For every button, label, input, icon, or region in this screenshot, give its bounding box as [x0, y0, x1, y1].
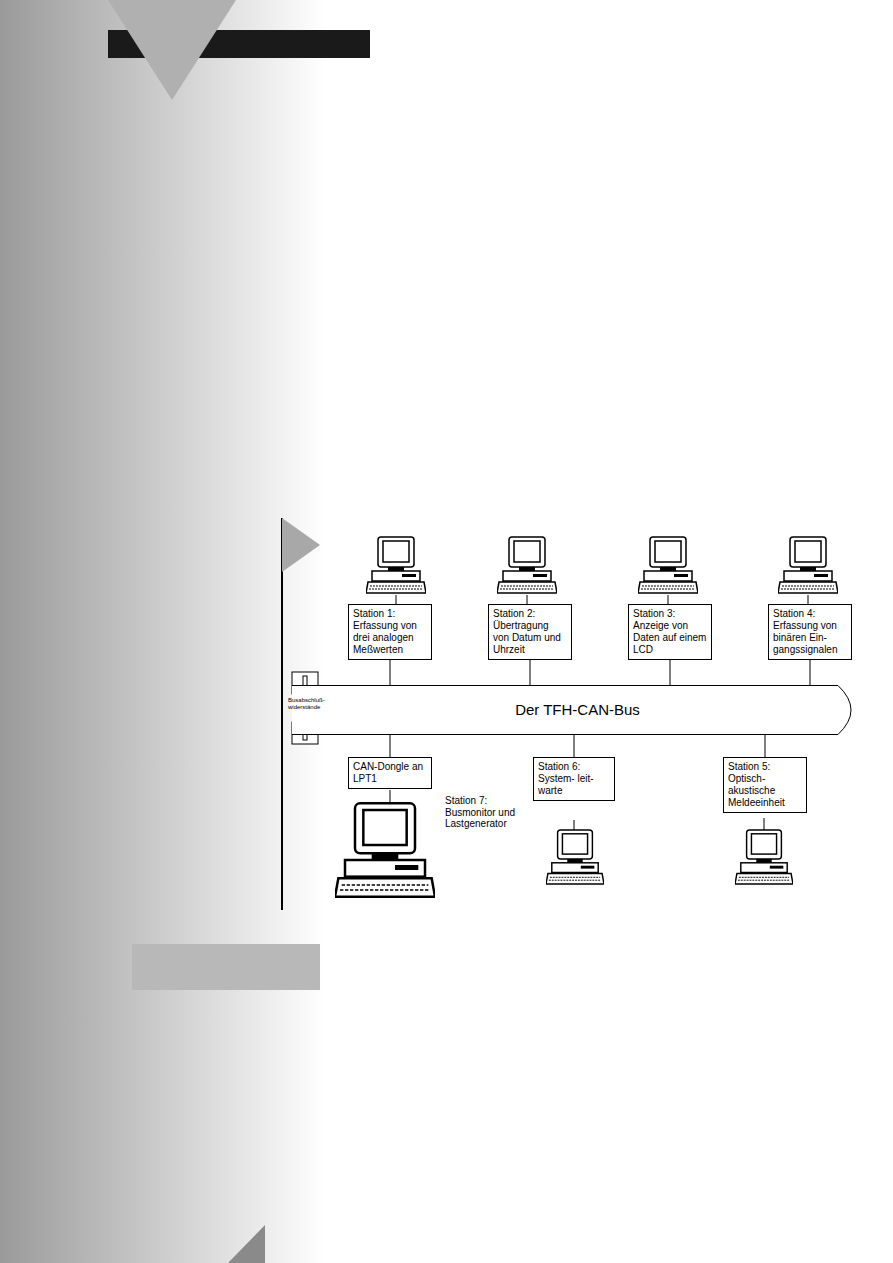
bus-connector [530, 660, 531, 685]
bus-connector [574, 735, 575, 757]
station-label: Station 7: Busmonitor und Lastgenerator [445, 795, 525, 830]
station-text: Station 4: Erfassung von binären Ein- ga… [773, 608, 847, 656]
station-text: Station 3: Anzeige von Daten auf einem L… [633, 608, 707, 656]
station-text: CAN-Dongle an LPT1 [353, 761, 427, 785]
resistor-label: Busabschluß- widerstände [288, 697, 328, 711]
bus-connector [390, 735, 391, 757]
station-box: Station 3: Anzeige von Daten auf einem L… [628, 604, 712, 660]
bus-connector [670, 660, 671, 685]
station-text: Station 2: Übertragung von Datum und Uhr… [493, 608, 567, 656]
station-text: Station 5: Optisch- akustische Meldeeinh… [728, 761, 802, 809]
station-box: Station 2: Übertragung von Datum und Uhr… [488, 604, 572, 660]
station-box: Station 5: Optisch- akustische Meldeeinh… [723, 757, 807, 813]
station-box: Station 6: System- leit- warte [533, 757, 615, 801]
bus-band: Der TFH-CAN-Bus [290, 685, 865, 735]
station-box: Station 4: Erfassung von binären Ein- ga… [768, 604, 852, 660]
station-text: Station 1: Erfassung von drei analogen M… [353, 608, 427, 656]
station-text: Station 6: System- leit- warte [538, 761, 610, 797]
bus-connector [765, 735, 766, 757]
bus-connector [810, 660, 811, 685]
bus-name: Der TFH-CAN-Bus [290, 701, 865, 718]
bus-connector [390, 660, 391, 685]
station-box: Station 1: Erfassung von drei analogen M… [348, 604, 432, 660]
station-box: CAN-Dongle an LPT1 [348, 757, 432, 789]
